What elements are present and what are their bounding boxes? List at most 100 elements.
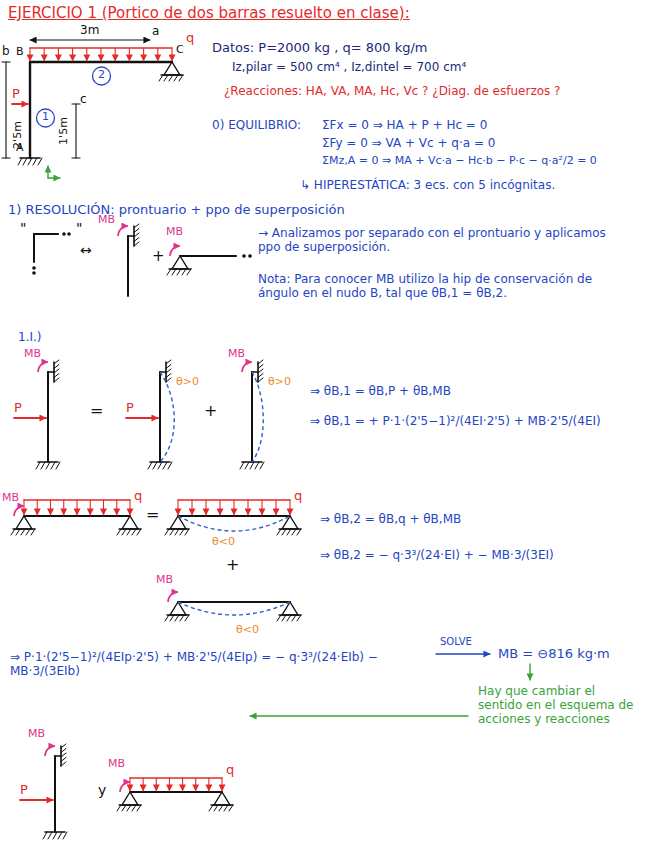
support-hatch [46,462,50,469]
support-hatch [132,529,136,535]
column [54,756,56,832]
angle-label: θ<0 [212,536,235,549]
pin-support [172,256,188,269]
support-hatch [166,374,171,378]
pin-support [169,268,191,269]
moment-arc [38,362,48,372]
equals-symbol: = [90,402,103,421]
member-number: 2 [98,69,105,82]
continuation-dot [32,271,36,275]
support-hatch [132,805,136,811]
support-hatch [122,529,126,535]
support-hatch [258,369,263,373]
load-label: q [134,488,142,503]
support-hatch [255,462,259,469]
load-label: P [12,86,20,101]
support-hatch [292,529,296,535]
pin-support [282,516,298,529]
load-label: P [126,400,134,415]
load-arrow [156,778,157,791]
frame-sketch [33,234,35,262]
pin-support [170,602,186,615]
support-hatch [287,615,291,621]
support-hatch [174,75,178,81]
support-hatch [43,832,47,839]
fixed-support [55,755,61,757]
pin-support [122,516,138,529]
support-hatch [18,158,22,165]
pin-support [282,602,298,615]
support-hatch [63,832,67,839]
axis-arrow [48,177,60,178]
pin-support [279,614,301,615]
load-arrow [205,500,206,515]
load-arrow [58,48,59,61]
plus-symbol: + [152,248,165,266]
support-hatch [134,224,139,228]
pin-support [161,74,183,75]
continuation-dot [248,254,252,258]
load-arrow [289,500,290,515]
pin-support [16,516,32,529]
column [127,236,129,296]
support-hatch [26,529,30,535]
dimension-line [5,62,6,158]
support-hatch [54,369,59,373]
support-hatch [61,749,66,753]
section-heading: 1.I.) [18,330,41,344]
equation: ⇒ θB,1 = + P·1·(2'5−1)²/(4EI·2'5) + MB·2… [310,414,630,428]
support-hatch [127,805,131,811]
support-hatch [287,529,291,535]
moment-arc [170,246,180,256]
pin-support [211,804,233,805]
support-hatch [182,269,186,275]
load-arrow [191,500,192,515]
support-hatch [260,462,264,469]
note-text: Nota: Para conocer MB utilizo la hip de … [258,272,628,300]
support-hatch [187,269,191,275]
support-hatch [245,462,249,469]
pin-support [119,804,141,805]
support-hatch [258,365,263,369]
support-hatch [163,462,167,469]
point-load-arrow [20,799,53,801]
load-arrow [50,500,51,515]
support-hatch [282,529,286,535]
support-hatch [177,269,181,275]
moment-label: MB [228,348,245,361]
support-hatch [28,158,32,165]
support-hatch [36,462,40,469]
load-label: P [14,400,22,415]
support-hatch [185,529,189,535]
support-hatch [185,615,189,621]
equation: ΣMz,A = 0 ⇒ MA + Vc·a − Hc·b − P·c − q·a… [322,155,642,168]
moment-arc [120,782,130,792]
support-hatch [168,462,172,469]
moment-label: MB [98,214,115,227]
load-arrow [37,500,38,515]
dimension-text: c [80,92,87,106]
conjunction: y [98,782,106,799]
dimension-tick [2,157,10,158]
support-hatch [159,75,163,81]
continuation-dot [32,266,36,270]
support-hatch [282,615,286,621]
beam [178,601,290,603]
support-hatch [54,374,59,378]
dimension-tick [72,157,80,158]
pin-support [167,614,189,615]
support-hatch [21,529,25,535]
angle-label: θ>0 [176,376,199,389]
load-arrow [129,48,130,61]
support-hatch [23,158,27,165]
moment-arc [242,362,252,372]
pin-support [167,528,189,529]
support-hatch [61,744,66,748]
support-hatch [209,805,213,811]
support-hatch [117,805,121,811]
continuation-dot [62,232,66,236]
support-hatch [214,805,218,811]
quote-mark: " [76,220,82,237]
load-label: P [20,782,28,797]
support-hatch [250,462,254,469]
